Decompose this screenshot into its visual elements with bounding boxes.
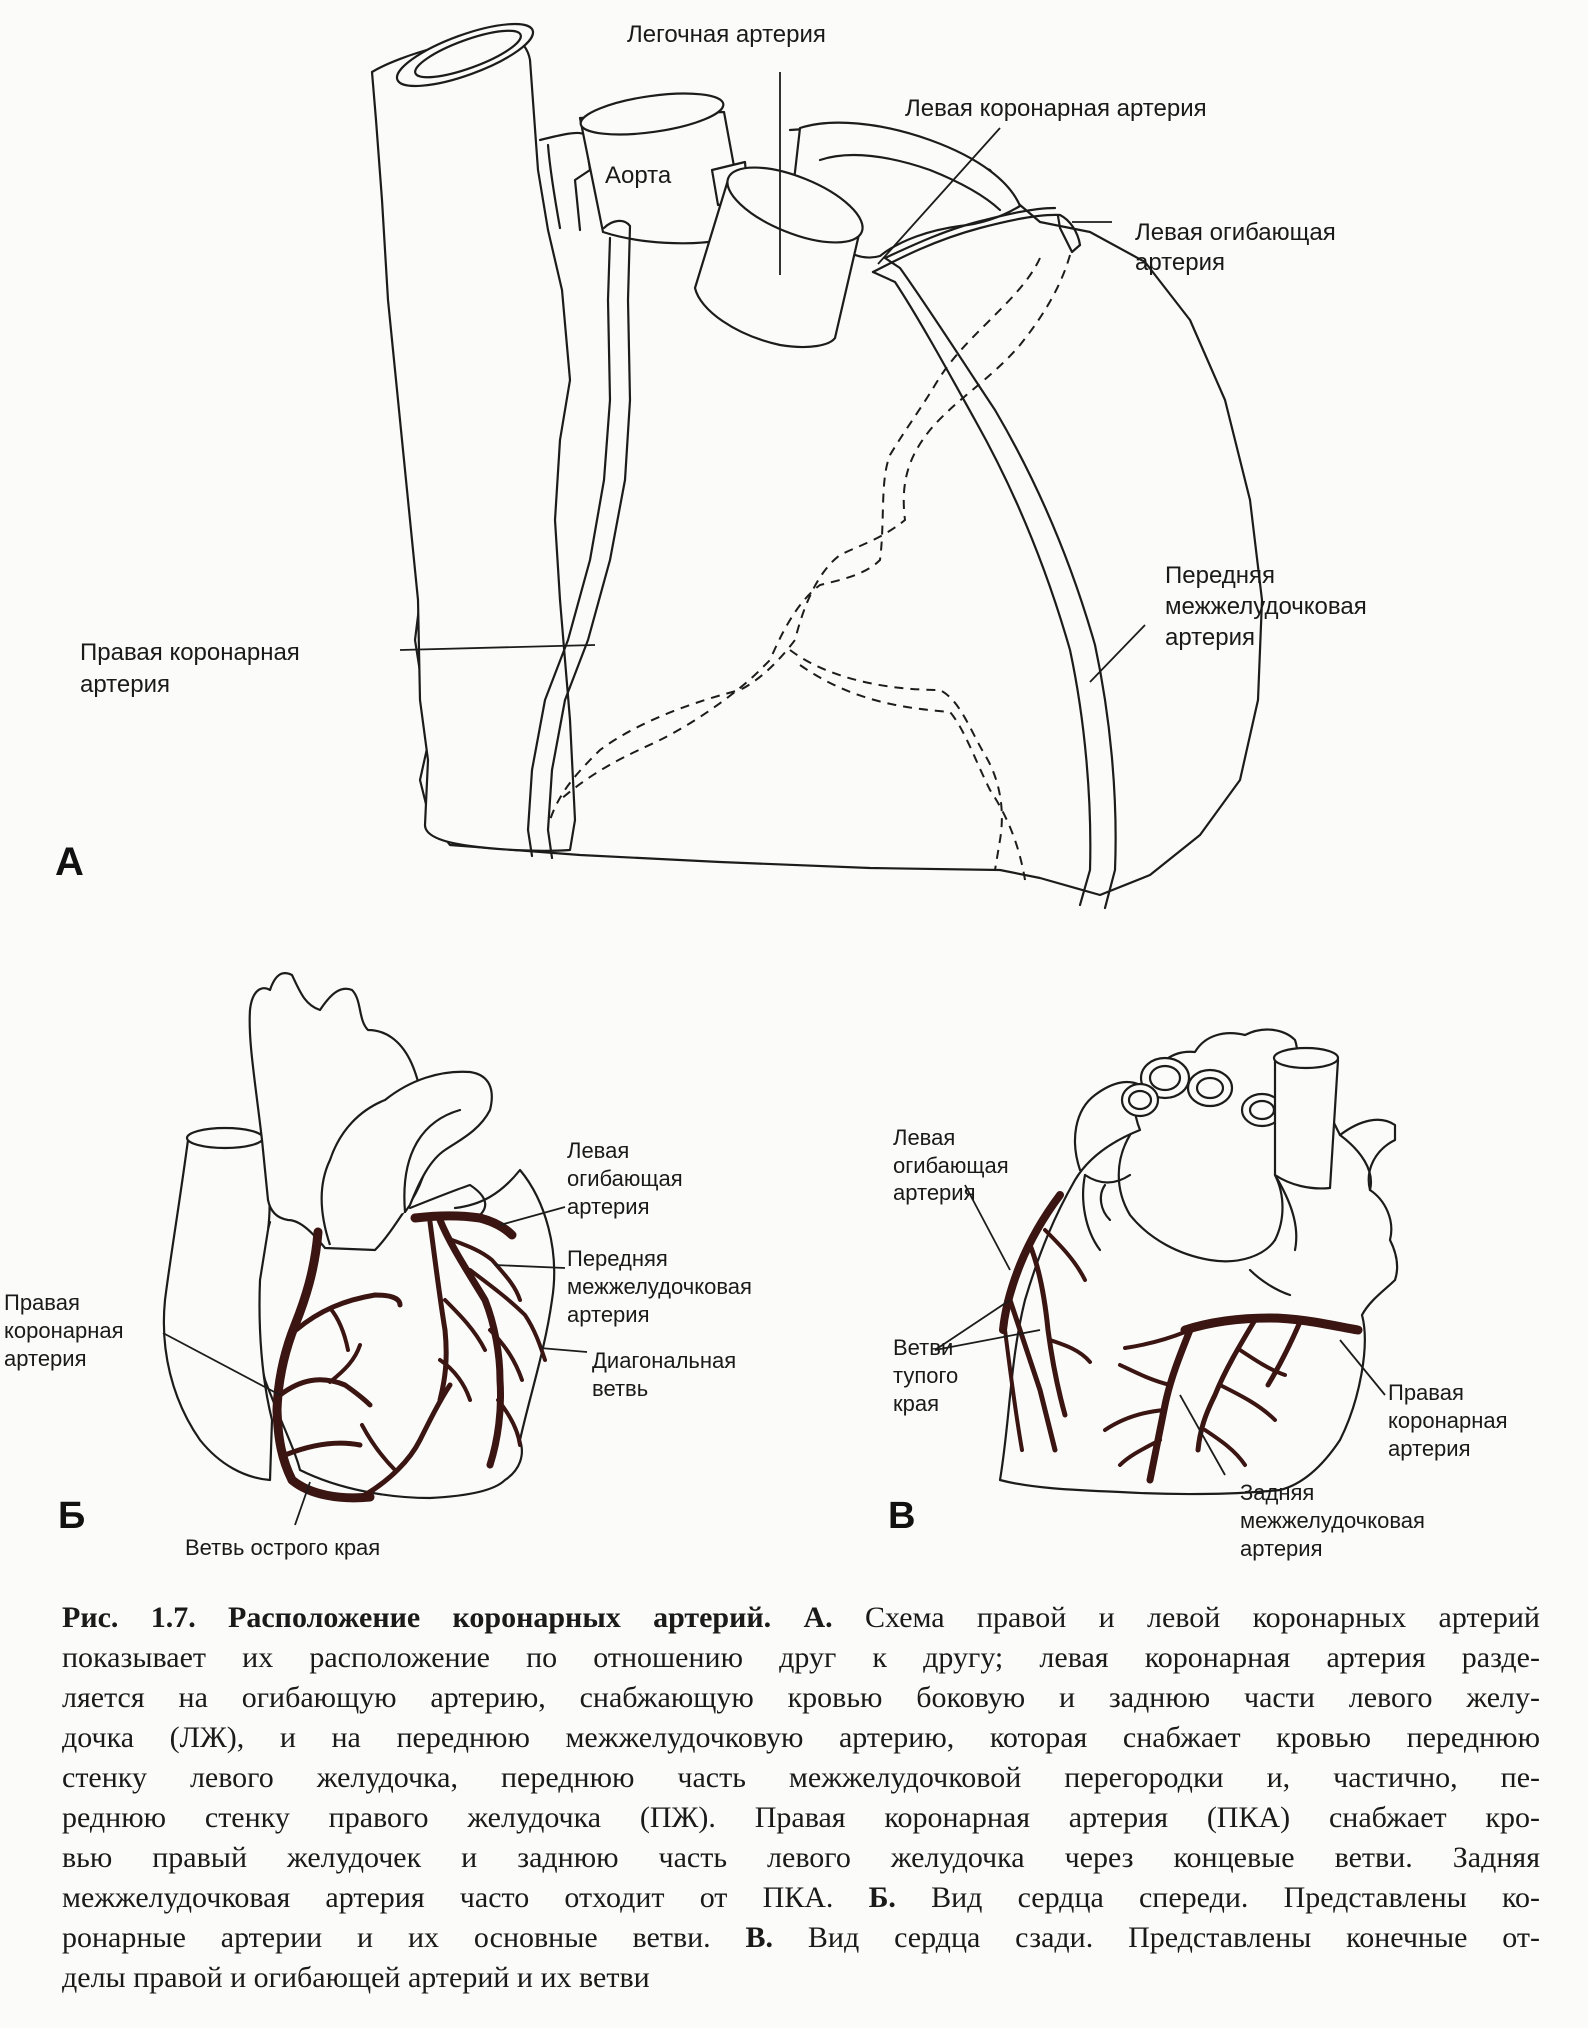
label-rca-a: Правая коронарная — [80, 639, 300, 666]
rca-b — [272, 1227, 375, 1503]
pulmonary-vein-3 — [1120, 1082, 1160, 1118]
circumflex-c — [999, 1191, 1064, 1334]
heart-b-outline — [255, 1168, 556, 1500]
label-obtuse-marginal-2: тупого — [893, 1363, 958, 1388]
left-atrium-c — [1073, 1080, 1142, 1172]
heart-c-outline — [998, 1028, 1399, 1496]
label-lad-b: Передняя — [567, 1246, 668, 1271]
label-lad-a-3: артерия — [1165, 624, 1255, 651]
caption-bold: Рис. 1.7. Расположение коронарных артери… — [62, 1601, 833, 1634]
label-pulmonary-artery: Легочная артерия — [627, 21, 826, 48]
label-pda-c-2: межжелудочковая — [1240, 1508, 1425, 1533]
caption-line: ронарные артерии и их основные ветви. В.… — [62, 1918, 1540, 1958]
label-rca-c-3: артерия — [1388, 1436, 1471, 1461]
label-left-circumflex-c: Левая — [893, 1125, 955, 1150]
panel-a: Легочная артерия Левая коронарная артери… — [55, 21, 1367, 910]
label-aorta: Аорта — [605, 162, 672, 189]
caption-text: показывает их расположение по отношению … — [62, 1641, 1540, 1674]
label-obtuse-marginal-3: края — [893, 1391, 939, 1416]
caption-text: реднюю стенку правого желудочка (ПЖ). Пр… — [62, 1801, 1540, 1834]
caption-line: делы правой и огибающей артерий и их вет… — [62, 1958, 1540, 1998]
figure-caption: Рис. 1.7. Расположение коронарных артери… — [62, 1598, 1540, 1998]
panel-letter-c: В — [888, 1495, 915, 1537]
caption-line: стенку левого желудочка, переднюю часть … — [62, 1758, 1540, 1798]
label-left-circumflex-b-3: артерия — [567, 1194, 650, 1219]
label-rca-b-3: артерия — [4, 1346, 87, 1371]
caption-bold: В. — [745, 1921, 774, 1954]
label-rca-c: Правая — [1388, 1380, 1464, 1405]
label-left-coronary-artery: Левая коронарная артерия — [905, 95, 1207, 122]
caption-text: ляется на огибающую артерию, снабжающую … — [62, 1681, 1540, 1714]
caption-line: Рис. 1.7. Расположение коронарных артери… — [62, 1598, 1540, 1638]
caption-text: Схема правой и левой коронарных артерий — [832, 1601, 1540, 1634]
caption-bold: Б. — [868, 1881, 896, 1914]
svc-c — [1273, 1056, 1340, 1190]
caption-text: вью правый желудочек и заднюю часть лево… — [62, 1841, 1540, 1874]
lad-a — [871, 270, 1092, 907]
label-diagonal-branch-2: ветвь — [592, 1376, 648, 1401]
caption-line: вью правый желудочек и заднюю часть лево… — [62, 1838, 1540, 1878]
label-left-circumflex-b: Левая — [567, 1138, 629, 1163]
caption-text: дочка (ЛЖ), и на переднюю межжелудочкову… — [62, 1721, 1540, 1754]
panel-c: Левая огибающая артерия Ветви тупого кра… — [888, 1028, 1508, 1561]
circumflex-a — [871, 213, 1082, 274]
caption-text: Вид сердца спереди. Представлены ко- — [895, 1881, 1540, 1914]
label-rca-b-2: коронарная — [4, 1318, 124, 1343]
label-lad-b-2: межжелудочковая — [567, 1274, 752, 1299]
label-obtuse-marginal: Ветви — [893, 1335, 953, 1360]
caption-line: дочка (ЛЖ), и на переднюю межжелудочкову… — [62, 1718, 1540, 1758]
caption-text: стенку левого желудочка, переднюю часть … — [62, 1761, 1540, 1794]
panel-letter-b: Б — [58, 1495, 85, 1537]
label-rca-b: Правая — [4, 1290, 80, 1315]
right-coronary-artery-a — [546, 219, 632, 860]
posterior-vessels-dashed — [559, 257, 1041, 801]
svc-b — [162, 1138, 274, 1482]
superior-vena-cava — [370, 33, 577, 852]
rca-c — [1180, 1313, 1363, 1335]
caption-line: ляется на огибающую артерию, снабжающую … — [62, 1678, 1540, 1718]
label-left-circumflex-b-2: огибающая — [567, 1166, 683, 1191]
caption-line: межжелудочковая артерия часто отходит от… — [62, 1878, 1540, 1918]
caption-text: делы правой и огибающей артерий и их вет… — [62, 1961, 650, 1994]
panel-letter-a: А — [55, 840, 84, 884]
label-diagonal-branch: Диагональная — [592, 1348, 736, 1373]
label-lad-a: Передняя — [1165, 562, 1275, 589]
caption-line: показывает их расположение по отношению … — [62, 1638, 1540, 1678]
label-acute-marginal: Ветвь острого края — [185, 1535, 380, 1560]
acute-marginal-branch — [362, 1382, 453, 1498]
label-lad-a-2: межжелудочковая — [1165, 593, 1367, 620]
lad-b — [410, 1211, 517, 1240]
label-pda-c: Задняя — [1240, 1480, 1314, 1505]
caption-text: ронарные артерии и их основные ветви. — [62, 1921, 746, 1954]
panel-b: Левая огибающая артерия Передняя межжелу… — [4, 972, 752, 1560]
label-pda-c-3: артерия — [1240, 1536, 1323, 1561]
label-left-circumflex-c-3: артерия — [893, 1180, 976, 1205]
label-left-circumflex-c-2: огибающая — [893, 1153, 1009, 1178]
label-left-circumflex-a: Левая огибающая — [1135, 219, 1336, 246]
obtuse-marginal-branches — [1027, 1242, 1068, 1418]
label-rca-c-2: коронарная — [1388, 1408, 1508, 1433]
caption-text: межжелудочковая артерия часто отходит от… — [62, 1881, 869, 1914]
caption-text: Вид сердца сзади. Представлены конечные … — [773, 1921, 1540, 1954]
pda-c — [1146, 1326, 1194, 1484]
label-lad-b-3: артерия — [567, 1302, 650, 1327]
caption-line: реднюю стенку правого желудочка (ПЖ). Пр… — [62, 1798, 1540, 1838]
pulmonary-trunk-b — [320, 1070, 493, 1246]
label-left-circumflex-a-2: артерия — [1135, 249, 1225, 276]
label-rca-a-2: артерия — [80, 671, 170, 698]
pulmonary-vein-2 — [1186, 1068, 1234, 1108]
